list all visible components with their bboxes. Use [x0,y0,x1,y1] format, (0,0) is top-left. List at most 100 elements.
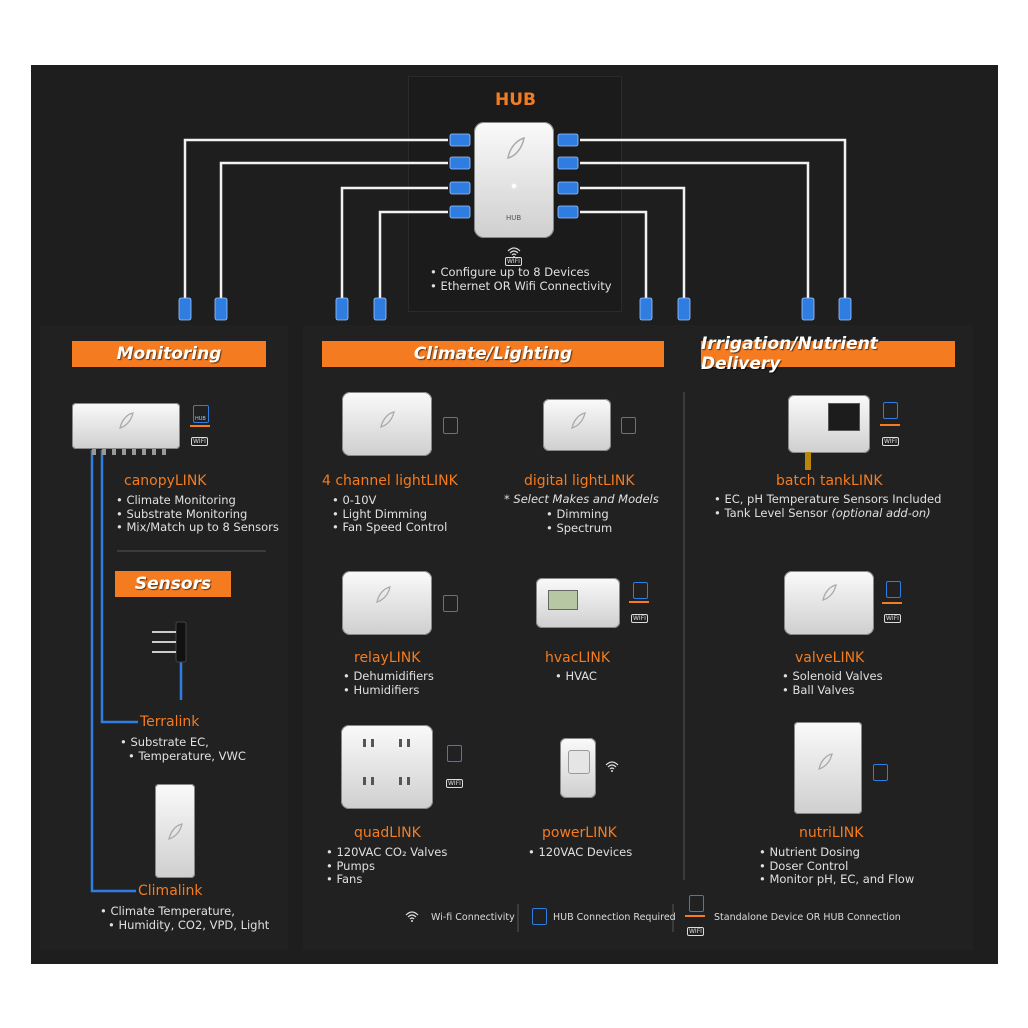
wifi-badge: WIFI [884,614,901,623]
leaf-logo-icon [168,823,183,840]
feature-item: EC, pH Temperature Sensors Included [714,492,941,507]
orange-separator [629,601,649,603]
climalink-features: Climate Temperature, Humidity, CO2, VPD,… [100,904,269,932]
feature-item: Fan Speed Control [332,520,447,535]
plug-socket [568,750,590,774]
lightlink4-title: 4 channel lightLINK [322,473,458,489]
feature-item: Light Dimming [332,507,447,522]
leaf-logo-icon [507,136,525,160]
relaylink-title: relayLINK [354,650,421,666]
legend-wifi: Wi-fi Connectivity [431,912,515,923]
leaf-logo-icon [380,411,395,428]
sensors-header: Sensors [115,571,231,597]
digital-lightlink-title: digital lightLINK [524,473,635,489]
hub-badge [532,908,547,925]
tanklink-display [828,403,860,431]
hvaclink-features: HVAC [555,669,596,684]
relaylink-features: Dehumidifiers Humidifiers [343,669,434,698]
hub-status-led [512,184,516,188]
feature-item: Mix/Match up to 8 Sensors [116,520,278,535]
powerlink-plug [560,738,596,798]
orange-separator [685,915,705,917]
hub-features: Configure up to 8 Devices Ethernet OR Wi… [430,265,611,294]
nutrilink-features: Nutrient Dosing Doser Control Monitor pH… [759,845,914,887]
thermostat-screen [548,590,578,610]
lightlink4-features: 0-10V Light Dimming Fan Speed Control [332,493,447,535]
feature-item: Solenoid Valves [782,669,882,684]
wifi-badge: WIFI [631,614,648,623]
lightlink4-device [342,392,432,456]
hvaclink-title: hvacLINK [545,650,611,666]
hub-device: HUB [474,122,554,238]
feature-item: Substrate Monitoring [116,507,279,522]
orange-separator [880,424,900,426]
climalink-title: Climalink [138,883,203,899]
wifi-badge: WIFI [687,927,704,936]
legend-standalone: Standalone Device OR HUB Connection [714,912,901,923]
feature-item: 120VAC Devices [528,845,632,860]
outlet-icon [363,739,410,785]
canopylink-title: canopyLINK [124,473,207,489]
canopylink-features: Climate Monitoring Substrate Monitoring … [116,493,279,535]
terralink-sensor-icon [152,621,187,663]
quadlink-title: quadLINK [354,825,421,841]
feature-item: Ball Valves [782,683,883,698]
hub-feature: Ethernet OR Wifi Connectivity [430,279,611,294]
valvelink-device [784,571,874,635]
hub-badge [447,745,462,762]
feature-item: Humidifiers [343,683,434,698]
hub-badge [883,402,898,419]
hvaclink-thermostat [536,578,620,628]
hub-badge: HUB [193,405,209,423]
hub-badge [443,417,458,434]
feature-item: HVAC [555,669,596,684]
nutrilink-device [794,722,862,814]
quadlink-device [341,725,433,809]
leaf-logo-icon [571,412,586,429]
leaf-logo-icon [818,753,833,770]
feature-item: 0-10V [332,493,447,508]
canopylink-device [72,403,180,449]
sensor-connector-icon [805,452,811,470]
hub-title: HUB [495,90,536,110]
nutrilink-title: nutriLINK [799,825,864,841]
feature-note: (optional add-on) [831,505,931,520]
digital-lightlink-note: * Select Makes and Models [504,492,659,506]
climate-lighting-header: Climate/Lighting [322,341,664,367]
digital-lightlink-device [543,399,611,451]
feature-item: Dehumidifiers [343,669,433,684]
feature-item: Substrate EC, [120,735,246,750]
digital-lightlink-features: Dimming Spectrum [546,507,612,536]
hub-badge [886,581,901,598]
terralink-features: Substrate EC, Temperature, VWC [120,735,246,764]
hub-badge [443,595,458,612]
batch-tanklink-features: EC, pH Temperature Sensors Included Tank… [714,492,941,521]
hub-badge [873,764,888,781]
orange-separator [882,602,902,604]
climalink-sensor [155,784,195,878]
leaf-logo-icon [119,412,134,429]
feature-item: Tank Level Sensor (optional add-on) [714,505,941,521]
feature-item: Spectrum [546,521,612,536]
valvelink-features: Solenoid Valves Ball Valves [782,669,883,698]
irrigation-header: Irrigation/Nutrient Delivery [701,334,955,374]
orange-separator [190,425,210,427]
feature-text: Tank Level Sensor [724,505,828,520]
hub-badge-label: HUB [195,416,206,422]
feature-item: Climate Monitoring [116,493,279,508]
valvelink-title: valveLINK [795,650,865,666]
powerlink-features: 120VAC Devices [528,845,632,860]
wifi-icon [605,761,619,772]
feature-item: Dimming [546,507,612,522]
wifi-icon [405,911,419,922]
feature-item: Monitor pH, EC, and Flow [759,872,914,887]
hub-badge [621,417,636,434]
hub-device-label: HUB [506,214,522,222]
leaf-logo-icon [822,584,837,601]
hub-badge [633,582,648,599]
feature-item: Temperature, VWC [120,749,245,764]
batch-tanklink-device [788,395,870,453]
wifi-badge: WIFI [446,779,463,788]
feature-item: Climate Temperature, [100,904,269,919]
